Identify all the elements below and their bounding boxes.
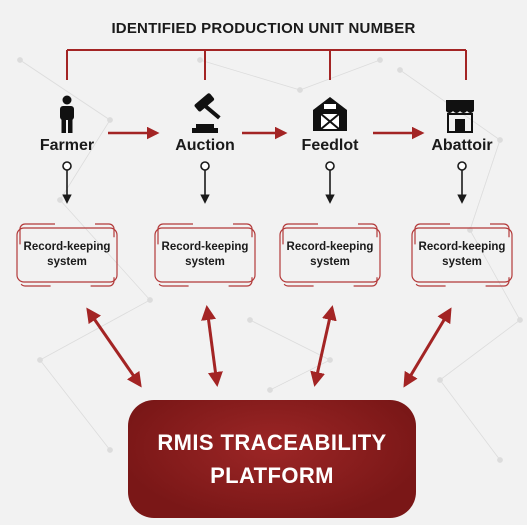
stage-label-auction: Auction: [175, 137, 235, 154]
down-connectors: [62, 161, 467, 204]
arrow-auction-platform: [201, 305, 223, 387]
record-keeping-box-feedlot: Record-keeping system: [282, 229, 378, 281]
stage-label-farmer: Farmer: [39, 137, 95, 154]
platform-title-line1: RMIS TRACEABILITY: [157, 430, 387, 455]
barn-icon: [313, 97, 347, 131]
stage-label-abattoir: Abattoir: [431, 137, 493, 154]
record-keeping-line1: Record-keeping: [418, 241, 506, 253]
arrow-farmer-platform: [86, 307, 142, 388]
storefront-icon: [446, 100, 474, 133]
stage-label-feedlot: Feedlot: [301, 137, 359, 154]
record-keeping-box-farmer: Record-keeping system: [19, 229, 115, 281]
record-box-frames: [16, 223, 513, 287]
gavel-icon: [192, 93, 221, 133]
diagram-title: IDENTIFIED PRODUCTION UNIT NUMBER: [111, 20, 416, 37]
rmis-platform-box: RMIS TRACEABILITY PLATFORM: [128, 400, 416, 518]
platform-arrows: [86, 305, 452, 388]
person-icon: [60, 95, 74, 133]
record-keeping-line1: Record-keeping: [286, 241, 374, 253]
record-keeping-line1: Record-keeping: [161, 241, 249, 253]
record-keeping-box-abattoir: Record-keeping system: [414, 229, 510, 281]
record-keeping-line1: Record-keeping: [23, 241, 111, 253]
record-keeping-line2: system: [185, 256, 225, 268]
record-keeping-line2: system: [310, 256, 350, 268]
record-keeping-line2: system: [47, 256, 87, 268]
arrow-abattoir-platform: [403, 307, 452, 388]
platform-title-line2: PLATFORM: [210, 463, 334, 488]
record-keeping-box-auction: Record-keeping system: [157, 229, 253, 281]
record-keeping-line2: system: [442, 256, 482, 268]
arrow-feedlot-platform: [310, 305, 337, 387]
title-bracket: [66, 49, 467, 80]
